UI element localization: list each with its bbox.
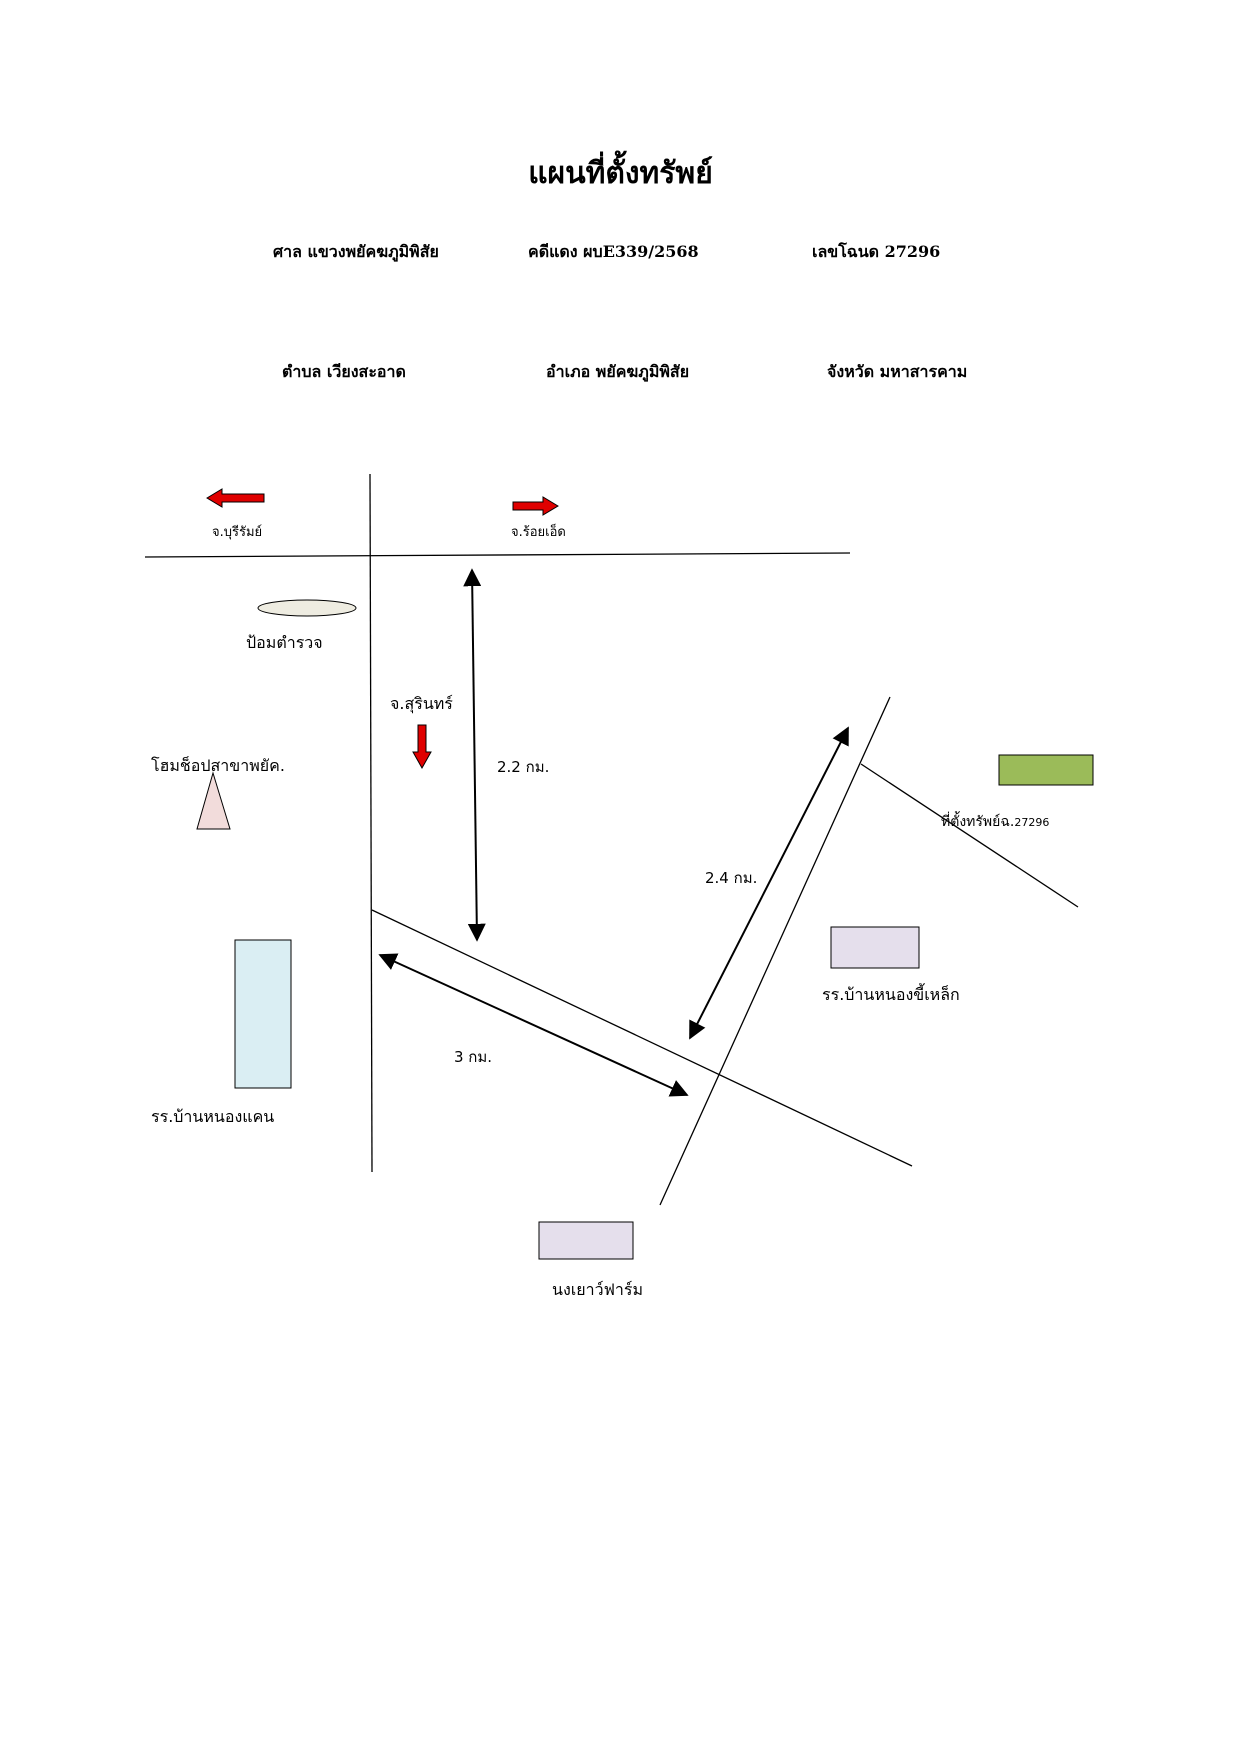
- label-farm: นงเยาว์ฟาร์ม: [552, 1280, 644, 1299]
- label-buriram: จ.บุรีรัมย์: [212, 525, 263, 540]
- label-school-nongkhilek: รร.บ้านหนองขี้เหล็ก: [822, 985, 960, 1004]
- road-horizontal: [144, 552, 851, 558]
- subdistrict: ตำบล เวียงสะอาด: [282, 362, 406, 381]
- homeshop-icon: [196, 771, 231, 830]
- police-box-icon: [257, 599, 357, 617]
- province: จังหวัด มหาสารคาม: [827, 362, 968, 381]
- label-surin: จ.สุรินทร์: [390, 694, 453, 713]
- distance-label-2-4: 2.4 กม.: [705, 869, 758, 887]
- distance-label-2-2: 2.2 กม.: [497, 758, 550, 776]
- distance-arrow-2-2: [463, 568, 486, 942]
- property-icon: [998, 754, 1094, 786]
- distance-arrow-3: [378, 953, 689, 1097]
- label-property: ที่ตั้งทรัพย์ฉ.27296: [941, 811, 1049, 833]
- label-homeshop: โฮมช็อปสาขาพยัค.: [151, 756, 285, 775]
- arrow-south-icon: [412, 724, 432, 770]
- distance-arrow-2-4: [689, 726, 849, 1040]
- deed-number: เลขโฉนด 27296: [812, 242, 941, 261]
- farm-icon: [538, 1221, 634, 1260]
- label-school-nongkhaen: รร.บ้านหนองแคน: [151, 1107, 275, 1126]
- district: อำเภอ พยัคฆภูมิพิสัย: [546, 362, 690, 381]
- arrow-west-icon: [206, 488, 265, 508]
- label-property-text: ที่ตั้งทรัพย์ฉ.: [941, 814, 1015, 830]
- label-roiet: จ.ร้อยเอ็ด: [511, 525, 566, 540]
- school-nongkhaen-icon: [234, 939, 292, 1089]
- page-title: แผนที่ตั้งทรัพย์: [528, 156, 713, 191]
- distance-label-3: 3 กม.: [454, 1048, 493, 1066]
- school-nongkhilek-icon: [830, 926, 920, 969]
- label-property-number: 27296: [1014, 816, 1050, 829]
- arrow-east-icon: [512, 496, 559, 516]
- road-branch: [860, 763, 1079, 908]
- case-number: คดีแดง ผบE339/2568: [528, 242, 699, 261]
- road-vertical: [369, 473, 373, 1173]
- label-police-box: ป้อมตำรวจ: [246, 633, 323, 652]
- court-name: ศาล แขวงพยัคฆภูมิพิสัย: [273, 242, 439, 261]
